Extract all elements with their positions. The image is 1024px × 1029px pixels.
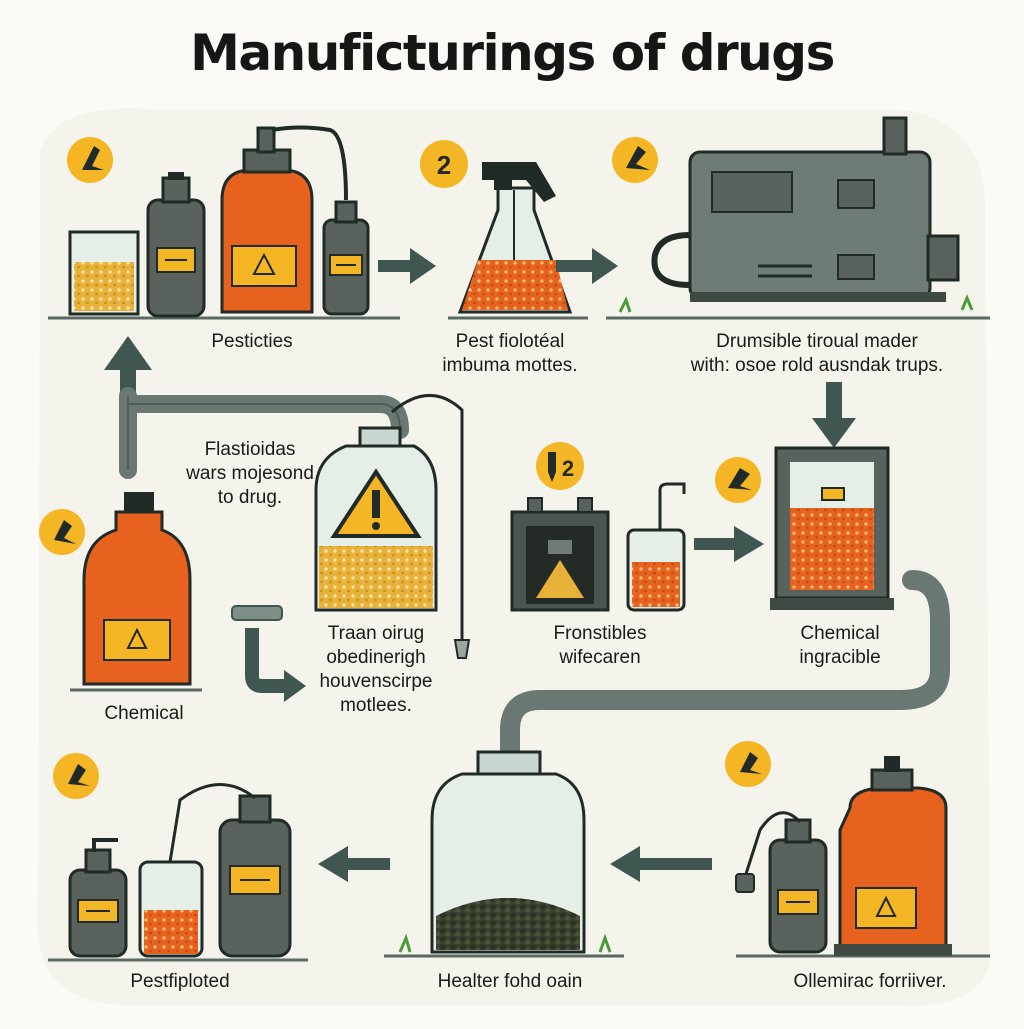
caption-line: Chemical: [800, 623, 880, 644]
step-5-chemical-jug: [70, 492, 202, 692]
hand-flask-icon: [82, 146, 104, 170]
page-title: Manuficturings of drugs: [190, 24, 835, 82]
caption-line: Drumsible tiroual mader: [716, 331, 918, 352]
dropper-icon: [548, 452, 556, 482]
badge-8: [715, 457, 761, 503]
caption-line: Healter fohd oain: [437, 971, 583, 992]
hand-flask-icon: [626, 146, 650, 170]
caption-line: ingracible: [799, 647, 881, 668]
caption-line: Flastioidas: [204, 439, 296, 460]
caption-step-7: Fronstibles wifecaren: [520, 622, 680, 670]
step-11-sprayer: [735, 756, 990, 958]
caption-step-5: Chemical: [74, 702, 214, 726]
badge-3: [612, 137, 658, 183]
caption-line: imbuma mottes.: [442, 355, 578, 376]
step-3-machine: [606, 116, 990, 320]
arrow-right-1: [378, 248, 436, 284]
spray-nozzle: [482, 162, 556, 202]
caption-step-4: Flastioidas wars mojesond to drug.: [170, 438, 330, 510]
caption-line: obedinerigh: [326, 647, 426, 668]
caption-line: Fronstibles: [553, 623, 647, 644]
pipe-upper: [119, 387, 409, 479]
badge-7: 2: [536, 442, 584, 490]
badge-11: [725, 741, 771, 787]
step-6-press: [510, 482, 686, 612]
badge-2-number: 2: [437, 150, 451, 180]
step-9-bottles: [48, 783, 308, 962]
caption-step-11: Ollemirac forriiver.: [760, 970, 980, 994]
arrow-up-1: [104, 336, 152, 398]
arrow-left-2: [610, 846, 712, 882]
arrow-down-1: [812, 382, 856, 448]
curved-arrow-down: [245, 628, 290, 693]
step-2-equipment: [448, 162, 588, 320]
hose-right: [391, 394, 464, 640]
caption-step-6: Traan oirug obedinerigh houvenscirpe mot…: [296, 622, 456, 718]
caption-line: Pest fiolotéal: [455, 331, 565, 352]
caption-line: Ollemirac forriiver.: [793, 971, 947, 992]
caption-step-10: Healter fohd oain: [400, 970, 620, 994]
caption-step-1: Pesticties: [152, 330, 352, 354]
step-8-tank: [770, 446, 894, 610]
badge-9: [53, 753, 99, 799]
caption-line: Pesticties: [211, 331, 293, 352]
caption-step-8: Chemical ingracible: [760, 622, 920, 670]
pipe-lower: [500, 570, 950, 770]
caption-line: Pestfiploted: [130, 971, 230, 992]
step-1-equipment: [48, 125, 400, 320]
caption-line: wifecaren: [559, 647, 641, 668]
caption-line: motlees.: [340, 695, 412, 716]
step-10-pellet-jar: [384, 750, 624, 958]
badge-7-number: 2: [562, 456, 574, 481]
hand-flask-icon: [54, 520, 76, 544]
hand-flask-icon: [740, 752, 762, 774]
badge-2: 2: [420, 140, 468, 188]
badge-1: [67, 137, 113, 183]
caption-line: with: osoe rold ausndak trups.: [690, 355, 944, 376]
hand-flask-icon: [728, 468, 752, 490]
arrow-right-2: [556, 248, 618, 284]
hand-flask-icon: [68, 764, 90, 786]
caption-step-3: Drumsible tiroual mader with: osoe rold …: [662, 330, 972, 378]
badge-5: [39, 509, 85, 555]
bottle-label: [156, 247, 196, 273]
caption-line: to drug.: [217, 487, 283, 508]
step-4-hazard-jar: [314, 426, 438, 612]
caption-line: wars mojesond: [186, 463, 314, 484]
hazard-label: [231, 245, 297, 287]
caption-step-2: Pest fiolotéal imbuma mottes.: [410, 330, 610, 378]
caption-step-9: Pestfiploted: [90, 970, 270, 994]
caption-line: Traan oirug: [327, 623, 425, 644]
arrow-right-3: [694, 526, 764, 562]
caption-line: Chemical: [104, 703, 184, 724]
arrow-left-1: [318, 846, 390, 882]
orange-jug: [220, 168, 314, 314]
caption-line: houvenscirpe: [319, 671, 433, 692]
